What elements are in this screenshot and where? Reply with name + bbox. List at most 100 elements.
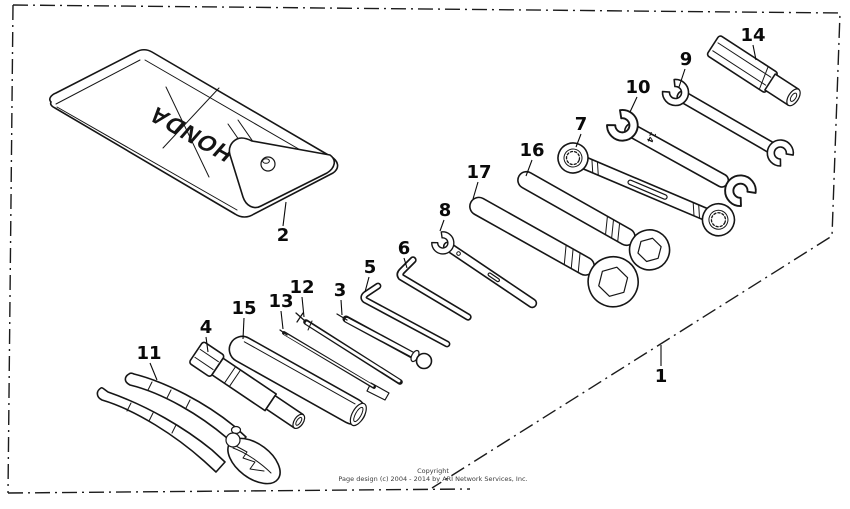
hex-key-large	[396, 256, 472, 321]
pouch-crease-1	[165, 86, 210, 178]
pouch-piping-bottom	[56, 106, 238, 211]
callout-leader-12	[301, 296, 305, 318]
wrench9-shaft	[676, 90, 777, 154]
wrench7-ring-upper	[557, 142, 589, 174]
callout-leader-10	[629, 96, 638, 113]
pouch-flap	[228, 137, 336, 209]
callout-leader-13	[280, 310, 284, 330]
wrench10-jaw-upper	[606, 109, 639, 142]
blade-shaft	[284, 333, 374, 387]
pliers-grip-hatch	[126, 381, 191, 434]
callout-label-1: 1	[655, 366, 668, 387]
callout-label-5: 5	[364, 257, 377, 278]
phillips-shaft	[305, 321, 401, 383]
wrench8-jaw	[431, 231, 455, 255]
callout-leader-11	[149, 362, 158, 381]
callout-leader-8	[439, 219, 445, 232]
socket-chamfer	[758, 66, 769, 90]
hex-key-6-outline	[396, 256, 472, 321]
grip-shaft	[345, 318, 415, 357]
box-wrench-large	[469, 196, 639, 308]
blade-tang	[279, 329, 288, 336]
wrench9-jaw-upper	[661, 78, 690, 107]
sleeve-open-end-inner	[353, 406, 364, 423]
callout-label-2: 2	[277, 225, 290, 246]
callout-label-10: 10	[625, 77, 650, 98]
wrench16-hex-hole	[637, 237, 662, 263]
phillips-cross-tip	[295, 312, 306, 323]
hex-key-6	[398, 258, 470, 319]
open-end-wrench-small	[431, 231, 538, 309]
callout-leader-14	[752, 44, 757, 61]
screwdriver-phillips	[295, 312, 403, 385]
wrench17-hex-hole	[598, 266, 629, 297]
callout-leader-5	[364, 276, 370, 293]
callout-leader-6	[403, 257, 408, 269]
pliers-jaw-teeth	[235, 445, 265, 472]
wrench7-ring-lower	[701, 202, 736, 237]
wrench7-ring-upper-spline	[565, 150, 581, 166]
pliers	[96, 372, 281, 485]
callout-label-17: 17	[466, 162, 491, 183]
callout-label-8: 8	[439, 200, 452, 221]
callout-leader-9	[678, 68, 686, 88]
callout-leader-15	[242, 317, 245, 340]
pouch-crease-2	[162, 87, 220, 149]
box-wrench-medium	[517, 170, 671, 271]
wrench7-ring-lower-inner	[708, 209, 729, 230]
pouch-seam-top	[144, 59, 329, 167]
pliers-jaw-line	[232, 447, 272, 474]
plug-wrench-band	[223, 366, 242, 388]
callout-label-4: 4	[200, 317, 213, 338]
callout-leader-2	[282, 201, 287, 227]
kit-outline-top-right-diagonal	[12, 4, 841, 489]
wrench10-size-stamp: 14	[645, 130, 658, 144]
footer-copyright-line2: Page design (c) 2004 - 2014 by ARI Netwo…	[338, 475, 527, 483]
wrench7-ring-lower-spline	[710, 212, 727, 228]
tool-pouch: HONDA	[49, 48, 339, 218]
wrench8-slot	[487, 272, 501, 283]
pouch-snap-highlight	[262, 158, 270, 164]
wrench9-jaw-lower	[766, 139, 795, 167]
spark-plug-wrench	[189, 341, 306, 430]
pliers-pivot	[225, 432, 241, 448]
plug-wrench-end-hole	[295, 416, 303, 426]
sleeve-open-end	[349, 402, 367, 427]
wrench17-knurl	[563, 244, 581, 273]
callout-label-14: 14	[740, 25, 765, 46]
sleeve-seam	[243, 341, 356, 405]
callout-label-3: 3	[334, 280, 347, 301]
pouch-piping-left	[55, 59, 141, 105]
callout-leader-4	[205, 336, 209, 353]
wrench16-knurl	[605, 216, 621, 242]
kit-outline	[7, 4, 841, 494]
screwdriver-blade	[279, 329, 390, 401]
pliers-lower-handle	[96, 387, 226, 473]
wrench7-ring-upper-inner	[563, 148, 583, 168]
socket-barrel-facets	[712, 42, 772, 86]
hex-key-small	[360, 282, 451, 348]
callout-leader-16	[525, 159, 533, 177]
callout-leader-17	[472, 181, 479, 200]
callout-label-12: 12	[289, 277, 314, 298]
grip-knob	[415, 352, 433, 370]
phillips-collar	[307, 320, 313, 331]
double-box-wrench	[557, 142, 736, 237]
hex-key-5	[361, 284, 449, 346]
pouch-snap-button	[260, 156, 276, 172]
socket-tool	[706, 35, 801, 107]
callout-label-16: 16	[519, 140, 544, 161]
callout-label-11: 11	[136, 343, 161, 364]
callout-leader-3	[340, 299, 343, 316]
tool-sleeve	[228, 335, 367, 427]
wrench8-hole	[456, 251, 461, 256]
wrench7-knurl	[591, 159, 701, 219]
callout-label-13: 13	[268, 291, 293, 312]
socket-end-face	[786, 88, 801, 107]
callout-label-6: 6	[398, 238, 411, 259]
callout-leader-7	[575, 133, 582, 148]
screwdriver-grip	[336, 313, 433, 370]
kit-outline-left	[7, 4, 14, 494]
